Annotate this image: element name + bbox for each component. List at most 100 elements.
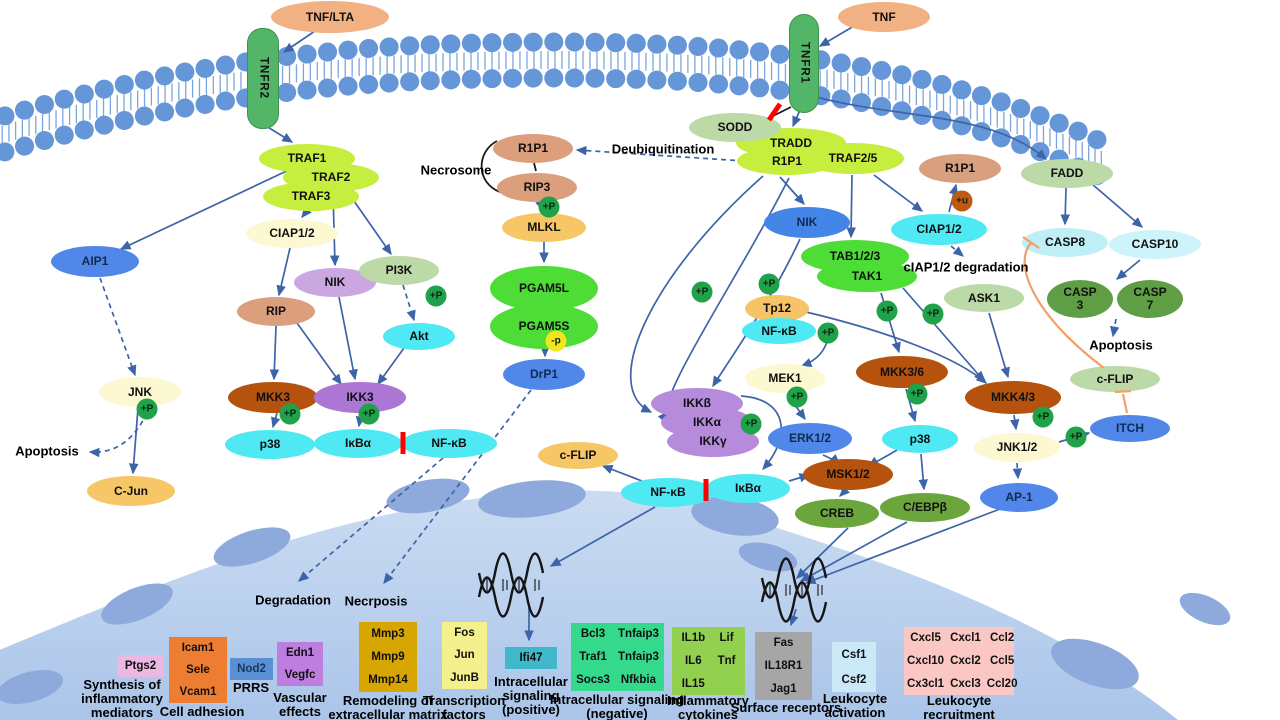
node-label: RIP bbox=[265, 303, 286, 318]
caption-line: Synthesis of bbox=[83, 677, 161, 692]
node-label: TAK1 bbox=[851, 268, 883, 283]
node-label: IκBα bbox=[344, 435, 372, 450]
phosphorylation-badge: +P bbox=[279, 403, 301, 425]
node-p38-right: p38 bbox=[882, 425, 958, 453]
label-degradation: Degradation bbox=[255, 592, 331, 608]
node-casp10: CASP10 bbox=[1109, 229, 1201, 259]
node-jnk: JNK bbox=[99, 377, 181, 407]
node-label: NIK bbox=[796, 214, 818, 229]
phosphorylation-badge: +P bbox=[136, 398, 158, 420]
node-label: AIP1 bbox=[81, 253, 109, 268]
caption-intra-neg: Intracellular signaling(negative) bbox=[550, 693, 684, 720]
node-tak1: TAK1 bbox=[817, 260, 917, 292]
phosphorylation-badge: +P bbox=[538, 196, 560, 218]
label-necrosome: Necrosome bbox=[420, 162, 492, 178]
phosphorylation-badge: +P bbox=[876, 300, 898, 322]
caption-line: mediators bbox=[90, 705, 154, 720]
phosphorylation-badge: +P bbox=[691, 281, 713, 303]
node-label: ERK1/2 bbox=[788, 430, 832, 445]
phosphorylation-badge: +P bbox=[906, 383, 928, 405]
caption-line: recruitment bbox=[923, 707, 995, 720]
node-mkk3: MKK3 bbox=[228, 381, 318, 413]
node-label: PGAM5L bbox=[518, 280, 569, 295]
node-label: c-FLIP bbox=[559, 447, 597, 462]
caption-line: Transcription bbox=[422, 693, 506, 708]
caption-line: Cell adhesion bbox=[159, 704, 245, 719]
phosphorylation-badge: +P bbox=[358, 403, 380, 425]
node-label: MKK3 bbox=[255, 389, 290, 404]
caption-line: PRRS bbox=[232, 680, 270, 695]
node-label: p38 bbox=[909, 431, 931, 446]
node-ciap12-right: CIAP1/2 bbox=[891, 213, 987, 245]
node-drp1: DrP1 bbox=[503, 358, 585, 390]
node-mlkl: MLKL bbox=[502, 212, 586, 242]
node-p38-left: p38 bbox=[225, 429, 315, 459]
phosphorylation-badge: +P bbox=[758, 273, 780, 295]
node-label: TNF bbox=[872, 9, 896, 24]
phosphorylation-badge: +P bbox=[922, 303, 944, 325]
label-apoptosis-left: Apoptosis bbox=[15, 443, 79, 459]
node-label: c-FLIP bbox=[1096, 371, 1134, 386]
caption-line: activation bbox=[824, 705, 886, 720]
node-label: MLKL bbox=[527, 219, 561, 234]
node-label: MSK1/2 bbox=[826, 466, 870, 481]
label-ciap-degradation: cIAP1/2 degradation bbox=[903, 259, 1029, 275]
node-label: CIAP1/2 bbox=[916, 221, 962, 236]
caption-line: Leukocyte bbox=[926, 693, 992, 708]
label-deubiquitination: Deubiquitination bbox=[611, 141, 715, 157]
node-label: IKKγ bbox=[699, 433, 727, 448]
node-label: Akt bbox=[409, 328, 429, 343]
caption-line: inflammatory bbox=[81, 691, 163, 706]
node-label: JNK1/2 bbox=[996, 439, 1038, 454]
ubiquitination-badge: +u bbox=[951, 190, 973, 212]
phosphorylation-badge: +P bbox=[1065, 426, 1087, 448]
node-label: MKK4/3 bbox=[990, 389, 1035, 404]
node-akt: Akt bbox=[383, 322, 455, 350]
node-aip1: AIP1 bbox=[51, 245, 139, 277]
caption-line: (negative) bbox=[586, 706, 648, 720]
node-label: DrP1 bbox=[529, 366, 558, 381]
node-label: TAB1/2/3 bbox=[829, 248, 881, 263]
caption-line: factors bbox=[442, 707, 486, 720]
node-label: TNF/LTA bbox=[305, 9, 355, 24]
caption-line: Intracellular bbox=[494, 674, 568, 689]
node-pgam5l: PGAM5L bbox=[490, 265, 598, 311]
node-itch: ITCH bbox=[1090, 414, 1170, 442]
node-label: CASP 7 bbox=[1133, 285, 1167, 312]
node-cflip-right: c-FLIP bbox=[1070, 366, 1160, 392]
caption-line: Vascular bbox=[273, 690, 327, 705]
node-label: CASP10 bbox=[1131, 236, 1179, 251]
phosphorylation-badge: +P bbox=[817, 322, 839, 344]
caption-line: Leukocyte bbox=[822, 691, 888, 706]
node-label: JNK bbox=[127, 384, 152, 399]
node-pi3k: PI3K bbox=[359, 255, 439, 285]
node-label: PGAM5S bbox=[518, 318, 570, 333]
phosphorylation-badge: +P bbox=[1032, 406, 1054, 428]
caption-prrs: PRRS bbox=[233, 681, 269, 695]
node-label: ITCH bbox=[1116, 420, 1144, 435]
caption-line: Intracellular signaling bbox=[549, 692, 685, 707]
node-pgam5s: PGAM5S bbox=[490, 303, 598, 349]
node-label: p38 bbox=[259, 436, 281, 451]
phosphorylation-badge: +P bbox=[425, 285, 447, 307]
label-apoptosis-right: Apoptosis bbox=[1089, 337, 1153, 353]
node-casp7: CASP 7 bbox=[1117, 280, 1183, 318]
node-jnk12: JNK1/2 bbox=[974, 432, 1060, 462]
label-necrposis: Necrposis bbox=[344, 593, 408, 609]
dephosphorylation-badge: -p bbox=[545, 330, 567, 352]
caption-line: effects bbox=[279, 704, 321, 719]
phosphorylation-badge: +P bbox=[740, 413, 762, 435]
caption-cell-adhesion: Cell adhesion bbox=[160, 705, 245, 719]
node-label: IKK3 bbox=[346, 389, 374, 404]
phosphorylation-badge: +P bbox=[786, 386, 808, 408]
node-label: NIK bbox=[324, 274, 346, 289]
node-tnf-lta: TNF/LTA bbox=[271, 1, 389, 33]
node-rip: RIP bbox=[237, 296, 315, 326]
